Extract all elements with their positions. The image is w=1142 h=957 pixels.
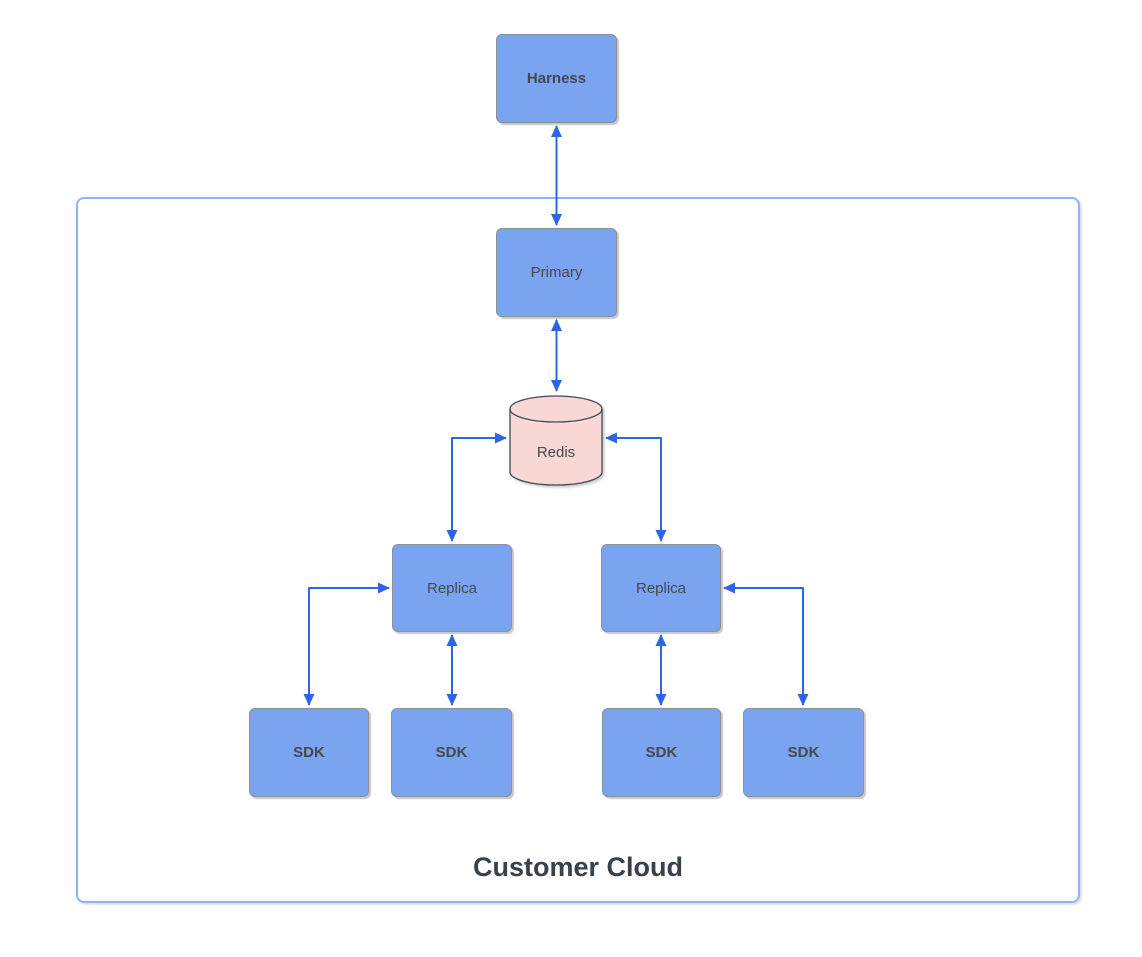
customer-cloud-title: Customer Cloud — [472, 852, 683, 882]
node-label: SDK — [645, 744, 678, 761]
node-primary: Primary — [496, 228, 617, 317]
node-label: Redis — [536, 444, 576, 461]
node-label: SDK — [293, 744, 325, 761]
node-sdk-4: SDK — [743, 708, 864, 797]
node-label: SDK — [435, 744, 468, 761]
node-label: Replica — [426, 579, 478, 597]
customer-cloud-container: Customer Cloud — [76, 197, 1080, 903]
node-redis: Redis — [509, 394, 603, 487]
node-label: Harness — [526, 70, 587, 87]
node-sdk-2: SDK — [391, 708, 512, 797]
node-label: SDK — [787, 744, 820, 761]
node-label: Primary — [530, 264, 583, 281]
node-harness: Harness — [496, 34, 617, 123]
node-replica-right: Replica — [601, 544, 721, 632]
node-replica-left: Replica — [392, 544, 512, 632]
cylinder-icon — [509, 395, 603, 486]
node-sdk-3: SDK — [602, 708, 721, 797]
node-label: Replica — [635, 579, 687, 597]
node-sdk-1: SDK — [249, 708, 369, 797]
